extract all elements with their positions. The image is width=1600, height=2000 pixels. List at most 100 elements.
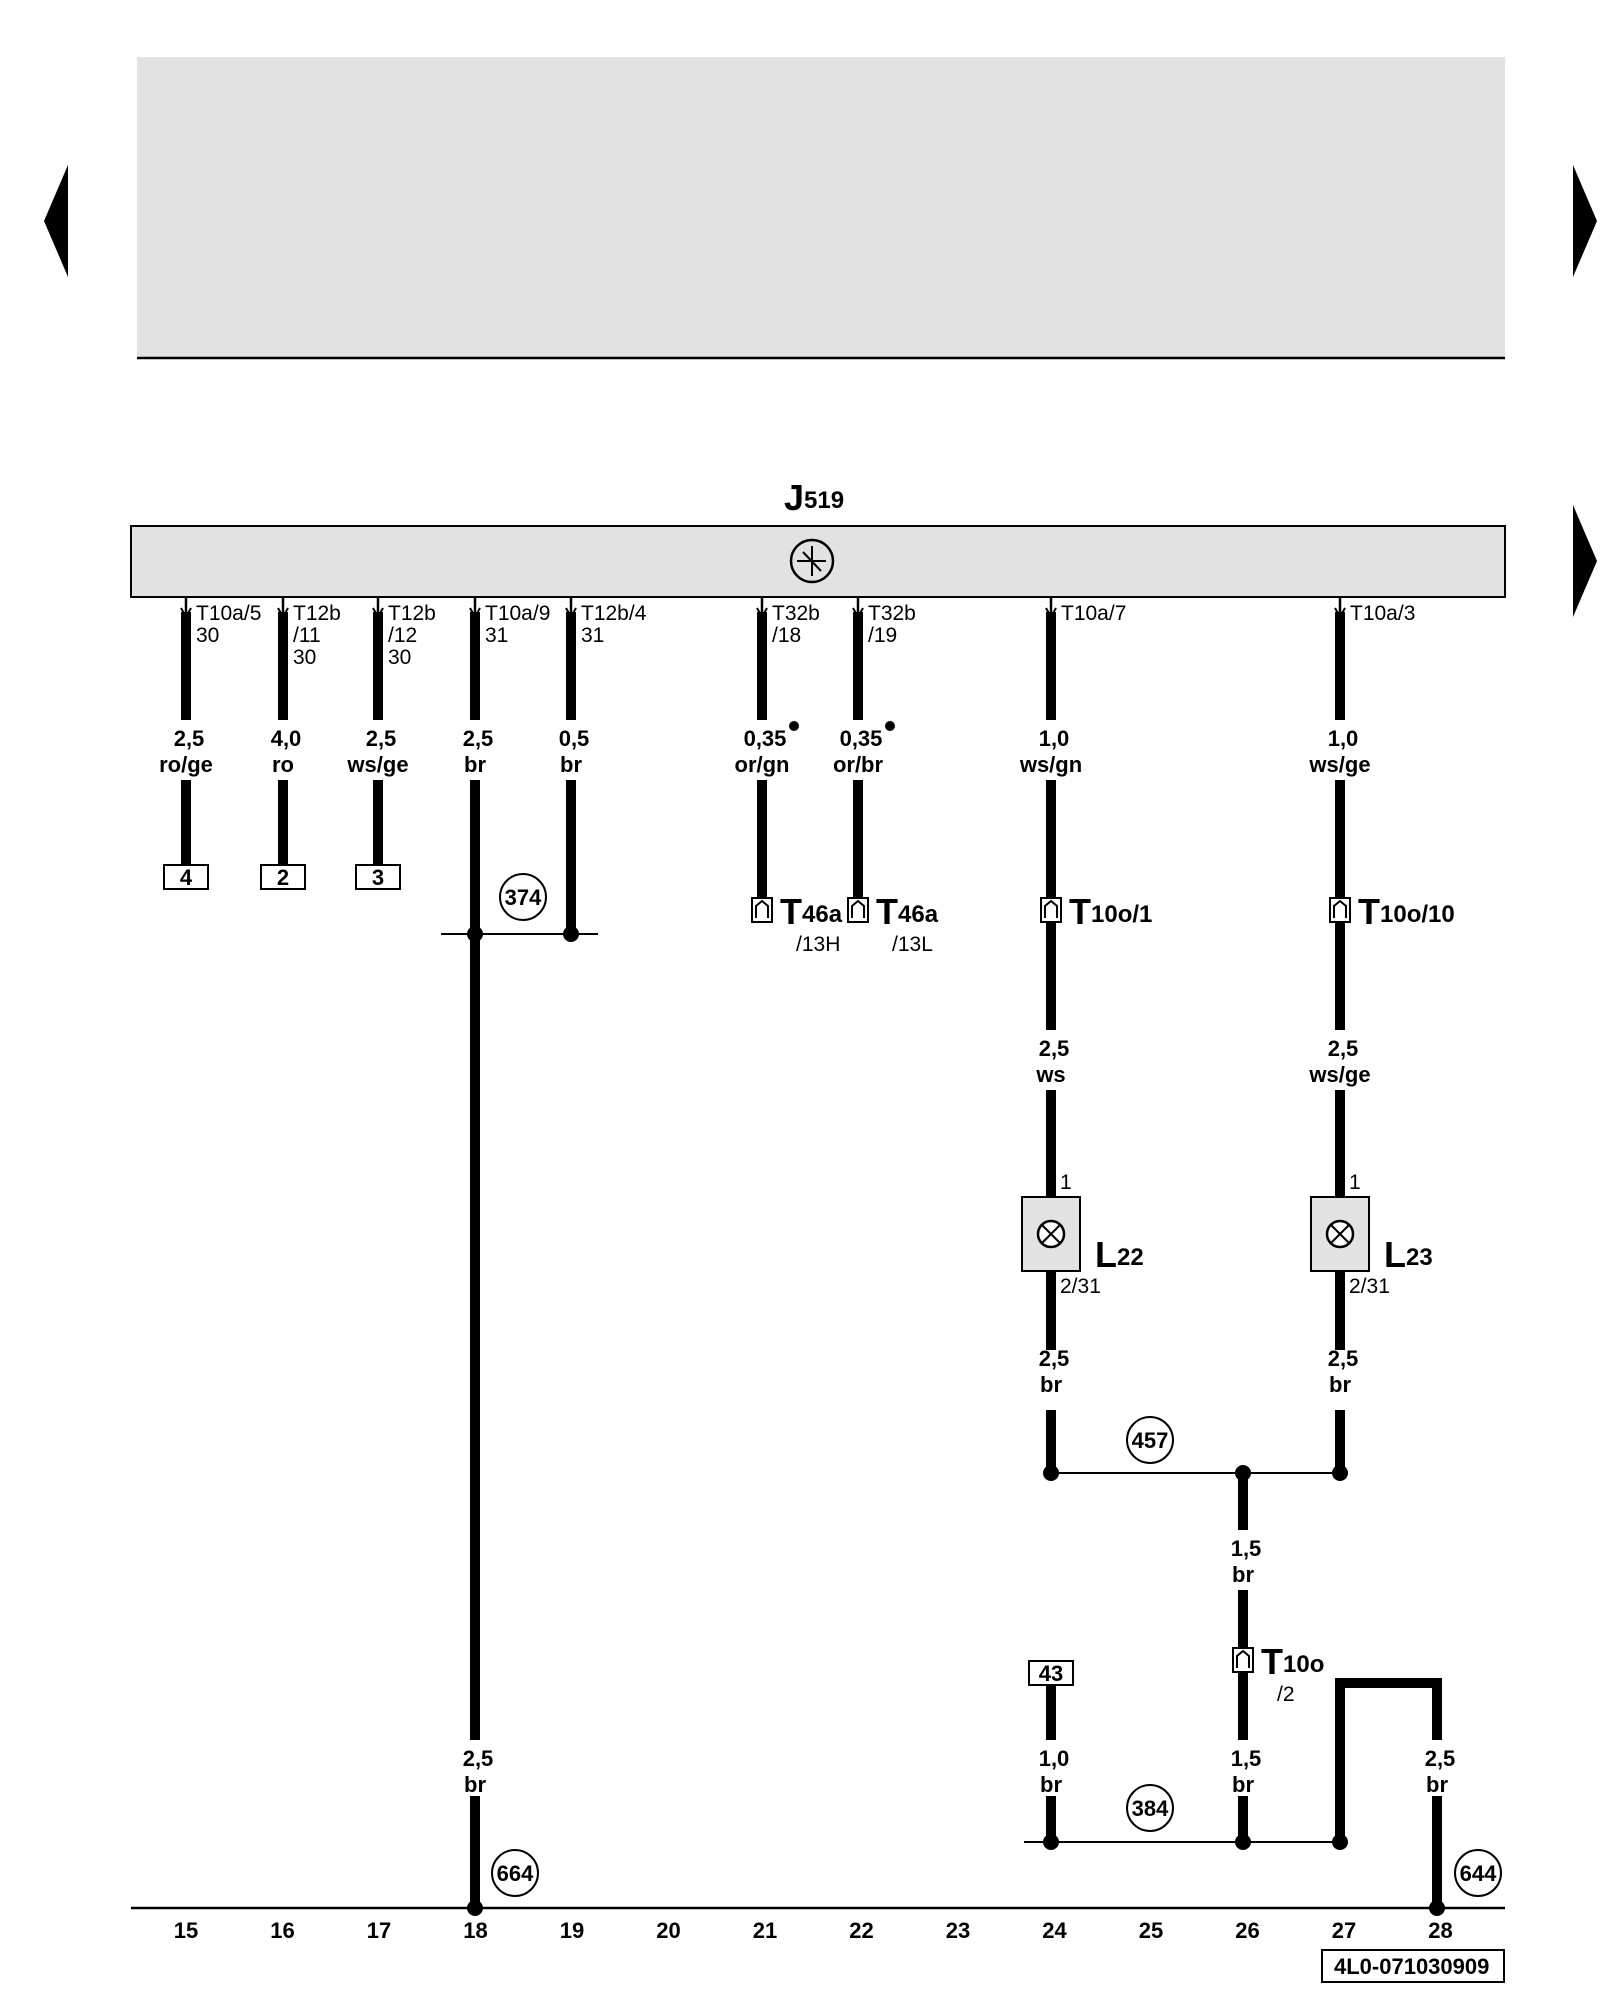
wire-color: br: [464, 752, 486, 777]
wire-color: ws/ge: [1308, 1062, 1370, 1087]
ref-box-43[interactable]: 43: [1028, 1660, 1074, 1686]
junction-dot: [563, 926, 579, 942]
grid-number-26: 26: [1235, 1918, 1259, 1943]
wire-size: 2,5: [1039, 1346, 1070, 1371]
ref-box-3[interactable]: 3: [355, 864, 401, 890]
control-unit-symbol-icon: [789, 538, 835, 584]
pin-4: T12b/431: [565, 598, 647, 647]
grid-number-21: 21: [753, 1918, 777, 1943]
junction-dot: [1332, 1834, 1348, 1850]
wire-size: 2,5: [1328, 1346, 1359, 1371]
wire-size: 2,5: [1328, 1036, 1359, 1061]
ref-number: 43: [1039, 1661, 1063, 1686]
wire-color: or/gn: [735, 752, 790, 777]
splice-number: 664: [497, 1861, 534, 1886]
splice-number: 384: [1132, 1796, 1169, 1821]
wire-size: 0,35: [840, 726, 883, 751]
pin-label-line3: 30: [293, 646, 316, 669]
splice-384[interactable]: 384: [1126, 1784, 1174, 1832]
connector-label-line2: /2: [1277, 1683, 1295, 1706]
junction-dot: [1235, 1465, 1251, 1481]
wire-label: 2,5br: [1039, 1346, 1070, 1397]
wire-size: 2,5: [463, 726, 494, 751]
bulb-pin-bottom: 2/31: [1060, 1275, 1101, 1298]
connector-2[interactable]: T10o/1: [1040, 891, 1152, 932]
ref-number: 3: [372, 865, 384, 890]
connector-4[interactable]: T10o/2: [1232, 1641, 1324, 1706]
wire-label: 0,5br: [559, 726, 590, 777]
connector-3[interactable]: T10o/10: [1329, 891, 1455, 932]
pin-3: T10a/931: [469, 598, 550, 647]
grid-number-18: 18: [463, 1918, 487, 1943]
wire-size: 0,35: [744, 726, 787, 751]
ref-box-2[interactable]: 2: [260, 864, 306, 890]
wire-color: ro: [272, 752, 294, 777]
wire-color: br: [1426, 1772, 1448, 1797]
wire-label: 4,0ro: [271, 726, 302, 777]
wire-col27-28-loop[interactable]: [1335, 1678, 1442, 1908]
pin-label-line3: 30: [388, 646, 411, 669]
wire-label: 2,5ws/ge: [1308, 1036, 1370, 1087]
ref-box-4[interactable]: 4: [163, 864, 209, 890]
wire-label: 2,5ws: [1035, 1036, 1069, 1087]
wire-color: br: [1040, 1772, 1062, 1797]
pin-6: T32b/19: [852, 598, 916, 647]
wire-color: ws/ge: [346, 752, 408, 777]
splice-664[interactable]: 664: [491, 1849, 539, 1897]
grid-number-23: 23: [946, 1918, 970, 1943]
pin-label-line1: T32b: [772, 602, 820, 625]
wire-label: 1,5br: [1231, 1536, 1262, 1587]
pin-label-line1: T12b/4: [581, 602, 647, 625]
grid-number-25: 25: [1139, 1918, 1163, 1943]
wire-color: br: [1232, 1562, 1254, 1587]
wire-label: 2,5br: [1425, 1746, 1456, 1797]
splice-374[interactable]: 374: [499, 873, 547, 921]
connector-label-line2: /13L: [892, 933, 933, 956]
wire-label: 1,0br: [1039, 1746, 1070, 1797]
wire-label: 2,5br: [463, 726, 494, 777]
pin-8: T10a/3: [1334, 598, 1415, 625]
connector-label-line2: /13H: [796, 933, 840, 956]
grid-number-17: 17: [367, 1918, 391, 1943]
wire-label: 1,0ws/gn: [1019, 726, 1082, 777]
grid-number-27: 27: [1332, 1918, 1356, 1943]
ref-number: 4: [180, 865, 193, 890]
wire-color: ws/ge: [1308, 752, 1370, 777]
wire-label: 2,5ws/ge: [346, 726, 408, 777]
splice-number: 644: [1460, 1861, 1497, 1886]
wire-color: ro/ge: [159, 752, 213, 777]
pin-label-line1: T32b: [868, 602, 916, 625]
doc-code-box: [1321, 1949, 1505, 1983]
connector-label: T10o: [1261, 1641, 1324, 1682]
connector-label: T10o/10: [1358, 891, 1455, 932]
grid-number-20: 20: [656, 1918, 680, 1943]
wire-color: br: [1329, 1372, 1351, 1397]
connector-label: T10o/1: [1069, 891, 1152, 932]
pin-label-line2: /18: [772, 624, 801, 647]
connector-0[interactable]: T46a/13H: [751, 891, 843, 956]
splice-457[interactable]: 457: [1126, 1416, 1174, 1464]
wire-size: 2,5: [1425, 1746, 1456, 1771]
wire-size: 1,5: [1231, 1746, 1262, 1771]
wire-label: 1,5br: [1231, 1746, 1262, 1797]
next-page-arrow-icon[interactable]: [1573, 165, 1597, 277]
connector-label: T46a: [780, 891, 843, 932]
continue-right-arrow-icon[interactable]: [1573, 505, 1597, 617]
pin-label-line1: T10a/5: [196, 602, 261, 625]
pin-label-line2: /11: [293, 624, 321, 647]
splice-644[interactable]: 644: [1454, 1849, 1502, 1897]
wire-size: 1,5: [1231, 1536, 1262, 1561]
prev-page-arrow-icon[interactable]: [44, 165, 68, 277]
wire-size: 4,0: [271, 726, 302, 751]
pin-7: T10a/7: [1045, 598, 1126, 625]
splice-number: 374: [505, 885, 542, 910]
connector-1[interactable]: T46a/13L: [847, 891, 939, 956]
component-label: J519: [784, 477, 844, 518]
